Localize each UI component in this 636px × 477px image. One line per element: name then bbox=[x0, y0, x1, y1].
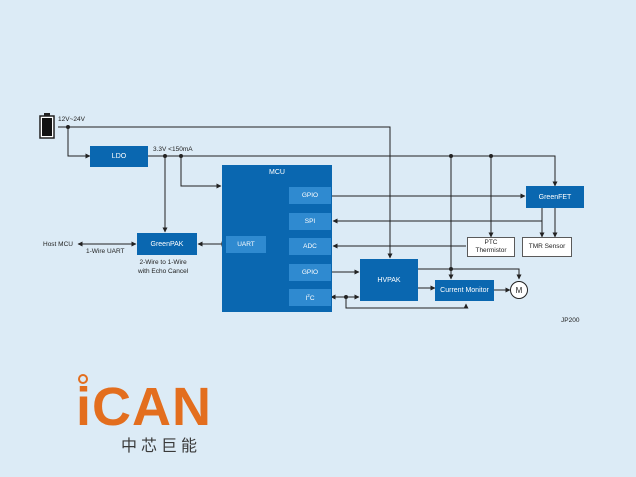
ptc-line2: Thermistor bbox=[475, 247, 507, 254]
battery-icon bbox=[39, 113, 55, 139]
junctions bbox=[66, 125, 493, 299]
mcu-port-i2c: I2C bbox=[289, 289, 331, 306]
mcu-port-gpio-bottom: GPIO bbox=[289, 264, 331, 281]
host-mcu-label: Host MCU bbox=[43, 241, 73, 248]
input-voltage-label: 12V~24V bbox=[58, 116, 85, 123]
wire-hvpak-motor bbox=[418, 268, 522, 280]
one-wire-uart-label: 1-Wire UART bbox=[86, 248, 125, 255]
mcu-port-adc: ADC bbox=[289, 238, 331, 255]
motor-label: M bbox=[515, 285, 523, 295]
mcu-label: MCU bbox=[269, 169, 285, 176]
gpio-top-label: GPIO bbox=[301, 192, 319, 199]
uart-label: UART bbox=[237, 241, 255, 248]
current-monitor-label: Current Monitor bbox=[440, 287, 489, 294]
gpio-bottom-label: GPIO bbox=[301, 269, 319, 276]
wire-battery-ldo bbox=[67, 127, 91, 159]
current-monitor-block: Current Monitor bbox=[435, 280, 494, 301]
greenpak-note: 2-Wire to 1-Wire with Echo Cancel bbox=[138, 258, 188, 276]
logo-wordmark: iCAN bbox=[76, 377, 212, 437]
part-code-label: JP200 bbox=[561, 317, 580, 324]
i2c-label: I2C bbox=[305, 292, 315, 303]
ldo-block: LDO bbox=[90, 146, 148, 167]
hvpak-label: HVPAK bbox=[377, 276, 401, 284]
logo-dot-icon bbox=[78, 374, 88, 384]
greenpak-label: GreenPAK bbox=[150, 240, 184, 248]
greenpak-block: GreenPAK bbox=[137, 233, 197, 255]
hvpak-block: HVPAK bbox=[360, 259, 418, 301]
greenpak-note-line2: with Echo Cancel bbox=[138, 268, 189, 275]
tmr-label: TMR Sensor bbox=[528, 243, 566, 250]
ldo-output-label: 3.3V <150mA bbox=[153, 146, 193, 153]
ptc-line1: PTC bbox=[484, 239, 498, 246]
wire-i2c-cm bbox=[345, 297, 469, 309]
spi-label: SPI bbox=[304, 218, 316, 225]
wire-3v3-mcu bbox=[180, 156, 222, 189]
greenpak-note-line1: 2-Wire to 1-Wire bbox=[139, 259, 187, 266]
logo-chinese-text: 中芯巨能 bbox=[121, 438, 202, 455]
motor-icon: M bbox=[510, 281, 528, 299]
tmr-sensor-box: TMR Sensor bbox=[522, 237, 572, 257]
mcu-port-gpio-top: GPIO bbox=[289, 187, 331, 204]
mcu-port-uart: UART bbox=[226, 236, 266, 253]
ldo-label: LDO bbox=[111, 153, 127, 160]
adc-label: ADC bbox=[303, 243, 317, 250]
mcu-port-spi: SPI bbox=[289, 213, 331, 230]
wire-3v3-rail bbox=[148, 155, 558, 187]
wire-battery-hvpak bbox=[58, 126, 393, 259]
greenfet-label: GreenFET bbox=[538, 193, 572, 201]
greenfet-block: GreenFET bbox=[526, 186, 584, 208]
